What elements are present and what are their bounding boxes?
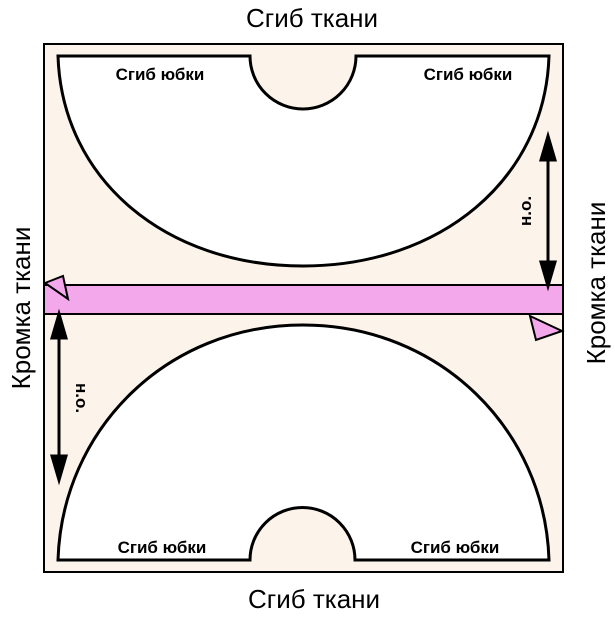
left-selvage-label: Кромка ткани (6, 227, 36, 390)
grain-arrow-bottom (50, 308, 68, 486)
right-selvage-label: Кромка ткани (581, 202, 611, 365)
waistband-strip (43, 284, 564, 315)
skirt-fold-label: Сгиб юбки (411, 538, 500, 557)
strip-end-fold-left (42, 274, 70, 302)
skirt-piece-top (56, 54, 551, 268)
strip-end-fold-right (528, 314, 565, 342)
skirt-fold-label: Сгиб юбки (118, 538, 207, 557)
bottom-fold-label: Сгиб ткани (248, 584, 380, 614)
skirt-fold-label: Сгиб юбки (116, 65, 205, 84)
grain-label-bottom: н.о. (72, 383, 91, 413)
skirt-piece-bottom (56, 323, 551, 562)
grain-label-top: н.о. (516, 196, 535, 226)
grain-arrow-top (539, 130, 557, 292)
skirt-fold-label: Сгиб юбки (424, 65, 513, 84)
top-fold-label: Сгиб ткани (246, 3, 378, 33)
